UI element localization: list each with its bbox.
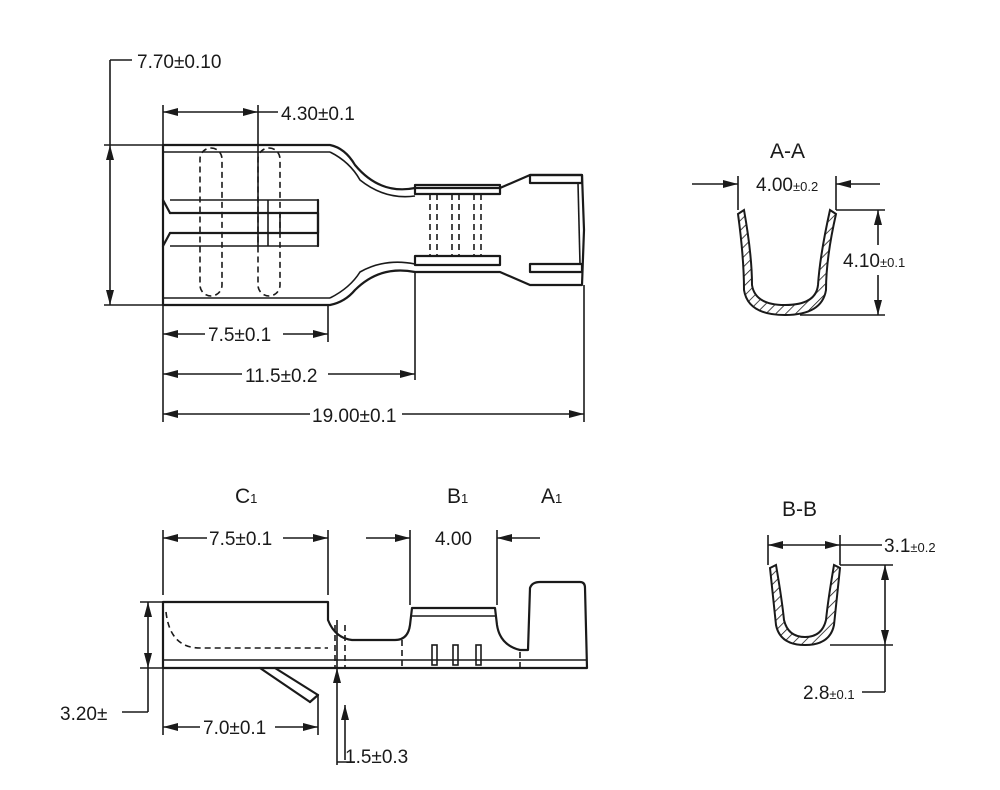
aa-height-main: 4.10: [843, 251, 880, 272]
dim-label-aa-height: 4.10±0.1: [843, 251, 905, 272]
dim-label-3-20: 3.20±: [60, 704, 107, 725]
label-a1: A1: [541, 485, 562, 508]
side-view: C1 B1 A1 7.5±0.1: [60, 485, 589, 768]
dim-label-1-5: 1.5±0.3: [345, 747, 408, 768]
dim-lengths: 7.5±0.1 11.5±0.2 19.00±0.1: [162, 272, 585, 427]
label-b1: B1: [447, 485, 468, 508]
dim-label-11-5: 11.5±0.2: [245, 366, 317, 387]
label-b1-sub: 1: [461, 491, 468, 506]
dim-total-width: 7.70±0.10: [104, 52, 221, 306]
section-bb-title: B-B: [782, 498, 817, 521]
aa-height-tol: ±0.1: [880, 255, 905, 270]
dim-label-4-30: 4.30±0.1: [281, 104, 355, 125]
bb-height-main: 2.8: [803, 683, 829, 704]
bb-height-tol: ±0.1: [829, 687, 854, 702]
receptacle-outline: [161, 143, 586, 307]
dim-label-bb-width: 3.1±0.2: [884, 536, 936, 557]
dim-label-7-5: 7.5±0.1: [208, 325, 271, 346]
dim-label-7-70: 7.70±0.10: [137, 52, 221, 73]
section-aa: A-A 4.00±0.2 4.10±0.1: [692, 140, 905, 317]
label-a1-letter: A: [541, 485, 555, 508]
label-a1-sub: 1: [555, 491, 562, 506]
section-bb: B-B 3.1±0.2 2.8±0.1: [767, 498, 936, 704]
dim-label-side-7-5: 7.5±0.1: [209, 529, 272, 550]
bb-width-main: 3.1: [884, 536, 910, 557]
dim-slot-width: 4.30±0.1: [162, 104, 355, 200]
bb-width-tol: ±0.2: [910, 540, 935, 555]
top-view: 7.70±0.10 4.30±0.1 7.5±0.1 11: [104, 52, 586, 427]
dim-label-b1-4-00: 4.00: [435, 529, 472, 550]
dim-label-19-00: 19.00±0.1: [312, 406, 396, 427]
aa-width-tol: ±0.2: [793, 179, 818, 194]
label-c1-letter: C: [235, 485, 250, 508]
label-c1: C1: [235, 485, 257, 508]
label-c1-sub: 1: [250, 491, 257, 506]
dim-label-aa-width: 4.00±0.2: [756, 175, 818, 196]
label-b1-letter: B: [447, 485, 461, 508]
dim-label-bb-height: 2.8±0.1: [803, 683, 855, 704]
section-aa-title: A-A: [770, 140, 805, 163]
side-profile: [161, 580, 589, 704]
aa-width-main: 4.00: [756, 175, 793, 196]
dim-label-7-0: 7.0±0.1: [203, 718, 266, 739]
